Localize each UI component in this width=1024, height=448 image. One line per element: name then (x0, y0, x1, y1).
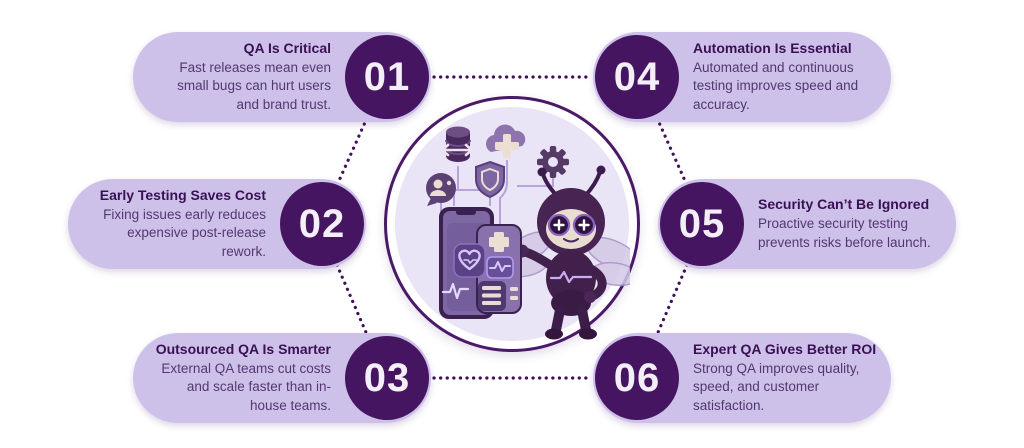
item-title: QA Is Critical (243, 39, 331, 56)
item-card-04: Automation Is Essential Automated and co… (593, 32, 891, 122)
item-number-badge: 03 (345, 336, 429, 420)
phone-mockup-small (476, 224, 522, 314)
item-number-badge: 06 (595, 336, 679, 420)
item-card-02: Early Testing Saves Cost Fixing issues e… (68, 179, 366, 269)
cloud-plus-icon (486, 124, 526, 158)
item-title: Early Testing Saves Cost (99, 186, 266, 203)
shield-icon (475, 160, 505, 199)
chat-user-icon (426, 173, 456, 206)
connector-left-upper (336, 116, 369, 185)
connector-right-lower (654, 263, 689, 339)
item-description: Proactive security testing prevents risk… (758, 216, 931, 250)
item-description: External QA teams cut costs and scale fa… (161, 360, 331, 413)
checklist-card-icon (478, 281, 518, 311)
item-card-03: Outsourced QA Is Smarter External QA tea… (133, 333, 431, 423)
item-number-badge: 01 (345, 35, 429, 119)
database-sync-icon (440, 126, 474, 162)
connector-left-lower (335, 263, 370, 339)
item-card-06: Expert QA Gives Better ROI Strong QA imp… (593, 333, 891, 423)
bee-mascot (515, 165, 607, 340)
ekg-card-icon (486, 256, 514, 279)
item-description: Strong QA improves quality, speed, and c… (693, 360, 860, 413)
item-number-badge: 02 (280, 182, 364, 266)
item-description: Fast releases mean even small bugs can h… (177, 59, 331, 112)
item-description: Automated and continuous testing improve… (693, 59, 859, 112)
item-card-01: QA Is Critical Fast releases mean even s… (133, 32, 431, 122)
item-title: Expert QA Gives Better ROI (693, 340, 877, 357)
plus-cross-icon (489, 232, 509, 252)
item-title: Security Can’t Be Ignored (758, 196, 930, 213)
item-description: Fixing issues early reduces expensive po… (103, 206, 266, 259)
center-circle (384, 96, 640, 352)
item-card-05: Security Can’t Be Ignored Proactive secu… (658, 179, 956, 269)
gear-icon (537, 146, 569, 178)
item-title: Outsourced QA Is Smarter (155, 340, 331, 357)
heart-card-icon (453, 243, 486, 278)
item-number-badge: 04 (595, 35, 679, 119)
ekg-waveform-icon (441, 282, 470, 300)
item-title: Automation Is Essential (693, 39, 852, 56)
qa-bee-mascot-illustration (426, 124, 630, 340)
item-number-badge: 05 (660, 182, 744, 266)
connector-right-upper (655, 116, 688, 185)
